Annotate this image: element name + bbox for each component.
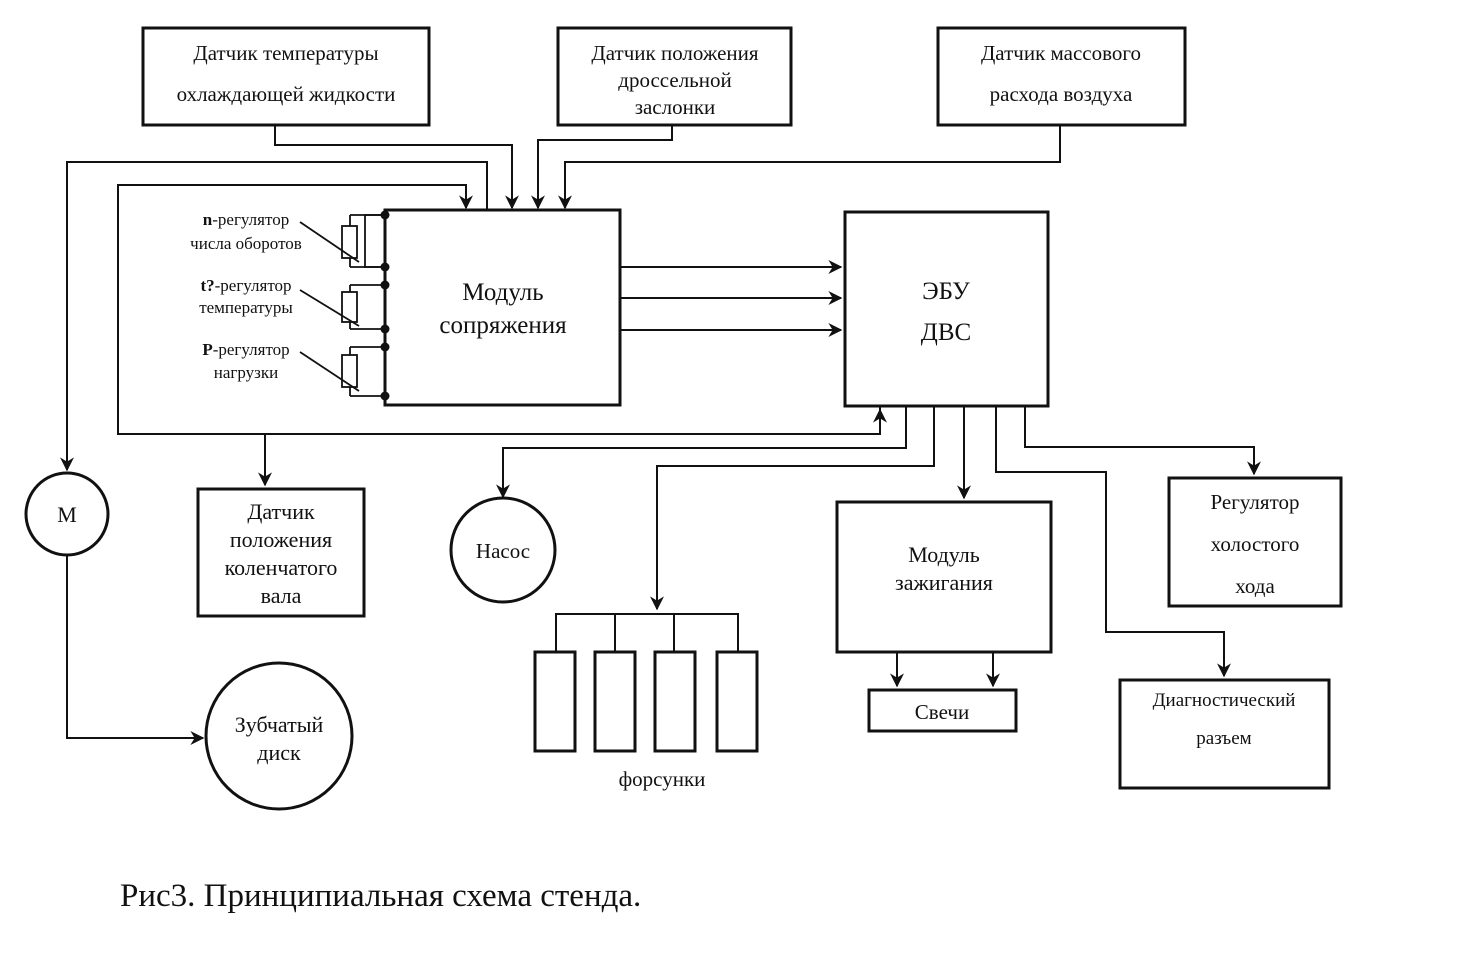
p-regulator-subtitle: нагрузки — [214, 363, 278, 382]
svg-text:n-регулятор: n-регулятор — [203, 210, 289, 229]
wire-motor-gear-disc — [66, 556, 205, 745]
throttle-sensor-line-2: дроссельной — [618, 68, 731, 92]
mass-air-sensor-line-1: Датчик массового — [981, 41, 1141, 65]
coolant-temp-sensor-line-2: охлаждающей жидкости — [177, 82, 396, 106]
wire-to-diagnostic — [995, 406, 1231, 678]
p-regulator-title: -регулятор — [213, 340, 290, 359]
diagnostic-line-1: Диагностический — [1153, 690, 1296, 711]
ecu-line-2: ДВС — [921, 319, 971, 346]
regulators: n-регулятор числа оборотов t?-регулятор … — [190, 210, 390, 401]
crankshaft-position-sensor: Датчик положения коленчатого вала — [196, 487, 366, 618]
spark-plugs: Свечи — [867, 688, 1018, 733]
injector-3-icon — [653, 650, 697, 753]
n-regulator: n-регулятор числа оборотов — [190, 210, 390, 272]
wire-coolant-sensor — [274, 125, 519, 210]
diagnostic-line-2: разъем — [1196, 728, 1251, 749]
injector-1-icon — [533, 650, 577, 753]
wire-to-motor — [60, 161, 488, 472]
mass-air-sensor-line-2: расхода воздуха — [990, 82, 1133, 106]
t-regulator-title: -регулятор — [215, 276, 292, 295]
t-regulator: t?-регулятор температуры — [199, 276, 390, 334]
t-regulator-subtitle: температуры — [199, 298, 293, 317]
wire-throttle-sensor — [531, 125, 673, 210]
injector-bus — [555, 613, 739, 652]
figure-caption: Рис3. Принципиальная схема стенда. — [120, 878, 641, 914]
injector-2-icon — [593, 650, 637, 753]
n-regulator-title: -регулятор — [212, 210, 289, 229]
throttle-sensor-line-1: Датчик положения — [591, 41, 758, 65]
wire-to-idle-regulator — [1024, 406, 1261, 476]
crank-sensor-line-1: Датчик — [247, 499, 315, 524]
ecu: ЭБУ ДВС — [843, 210, 1050, 408]
spark-plugs-label: Свечи — [915, 700, 969, 724]
coolant-temp-sensor-line-1: Датчик температуры — [193, 41, 378, 65]
gear-disc-line-2: диск — [257, 740, 301, 765]
svg-text:P-регулятор: P-регулятор — [202, 340, 289, 359]
gear-disc-line-1: Зубчатый — [235, 712, 324, 737]
gear-disc: Зубчатый диск — [204, 661, 354, 811]
interface-module-line-2: сопряжения — [439, 312, 567, 339]
crank-sensor-line-3: коленчатого — [225, 555, 338, 580]
crank-sensor-line-2: положения — [230, 527, 332, 552]
mass-air-flow-sensor: Датчик массового расхода воздуха — [936, 26, 1187, 127]
t-regulator-symbol: t? — [200, 276, 214, 295]
idle-regulator: Регулятор холостого хода — [1167, 476, 1343, 608]
pump-label: Насос — [476, 539, 530, 563]
idle-regulator-line-2: холостого — [1211, 532, 1300, 556]
motor: М — [24, 471, 110, 557]
coolant-temp-sensor: Датчик температуры охлаждающей жидкости — [141, 26, 431, 127]
connections — [60, 125, 1261, 745]
p-regulator-symbol: P — [202, 340, 212, 359]
svg-text:t?-регулятор: t?-регулятор — [200, 276, 291, 295]
n-regulator-symbol: n — [203, 210, 213, 229]
injector-4-icon — [715, 650, 759, 753]
wire-mass-air-sensor — [558, 125, 1061, 210]
throttle-position-sensor: Датчик положения дроссельной заслонки — [556, 26, 793, 127]
ignition-module-line-2: зажигания — [895, 570, 993, 595]
crank-sensor-line-4: вала — [261, 583, 302, 608]
motor-label: М — [57, 502, 77, 527]
ecu-line-1: ЭБУ — [922, 278, 970, 305]
diagnostic-connector: Диагностический разъем — [1118, 678, 1331, 790]
ignition-module-line-1: Модуль — [908, 542, 980, 567]
wire-to-injectors — [650, 406, 935, 611]
n-regulator-wiper-icon — [299, 221, 360, 263]
throttle-sensor-line-3: заслонки — [635, 95, 716, 119]
n-regulator-subtitle: числа оборотов — [190, 234, 302, 253]
pump: Насос — [449, 496, 557, 604]
n-regulator-resistor-icon — [341, 225, 358, 259]
p-regulator-wiper-icon — [299, 351, 360, 392]
wire-to-pump — [496, 406, 907, 499]
idle-regulator-line-1: Регулятор — [1211, 490, 1300, 514]
injectors: форсунки — [533, 650, 759, 791]
ignition-module: Модуль зажигания — [835, 500, 1053, 654]
interface-module: Модуль сопряжения — [383, 208, 622, 407]
t-regulator-wiper-icon — [299, 289, 360, 327]
injectors-label: форсунки — [619, 767, 706, 791]
idle-regulator-line-3: хода — [1235, 574, 1275, 598]
p-regulator: P-регулятор нагрузки — [202, 340, 390, 401]
interface-module-line-1: Модуль — [462, 279, 543, 306]
